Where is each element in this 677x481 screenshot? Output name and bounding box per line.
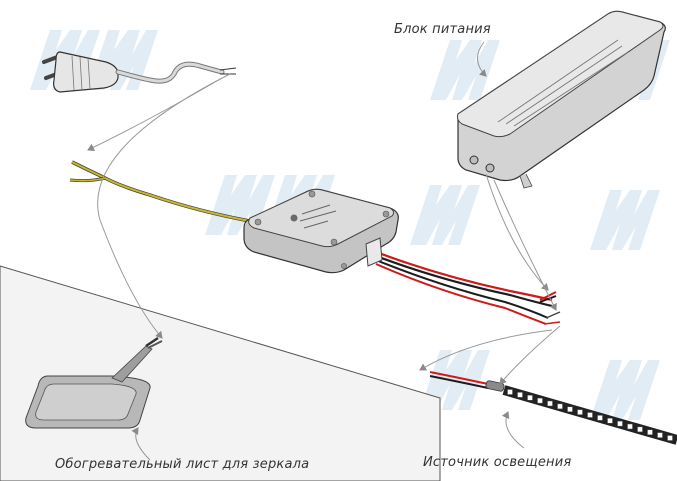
led-chip <box>537 397 543 404</box>
mirror-panel <box>0 265 441 481</box>
callout-lines <box>87 41 561 461</box>
led-chip <box>617 420 623 427</box>
heater-pad-icon <box>25 336 163 429</box>
euro-plug-icon <box>42 51 237 93</box>
led-chip <box>507 389 513 395</box>
led-chip <box>577 409 583 415</box>
led-chip <box>597 415 603 421</box>
led-chip <box>557 403 563 410</box>
led-chip <box>627 423 633 430</box>
led-chip <box>567 406 573 412</box>
output-wires <box>375 250 553 325</box>
led-strip-icon <box>429 371 677 445</box>
power-supply-label: Блок питания <box>394 22 491 37</box>
led-chip <box>547 400 553 407</box>
led-chip <box>647 429 653 435</box>
light-source-label: Источник освещения <box>423 455 572 470</box>
led-chip <box>517 392 523 398</box>
sensor-switch-icon <box>243 188 399 274</box>
psu-wires <box>539 291 561 325</box>
led-chip <box>667 435 673 441</box>
led-chip <box>527 395 533 401</box>
heater-label: Обогревательный лист для зеркала <box>55 457 310 472</box>
led-chip <box>657 432 663 438</box>
led-chip <box>587 412 593 418</box>
led-chip <box>637 426 643 433</box>
led-chip <box>607 418 613 424</box>
power-supply-icon <box>457 10 666 189</box>
